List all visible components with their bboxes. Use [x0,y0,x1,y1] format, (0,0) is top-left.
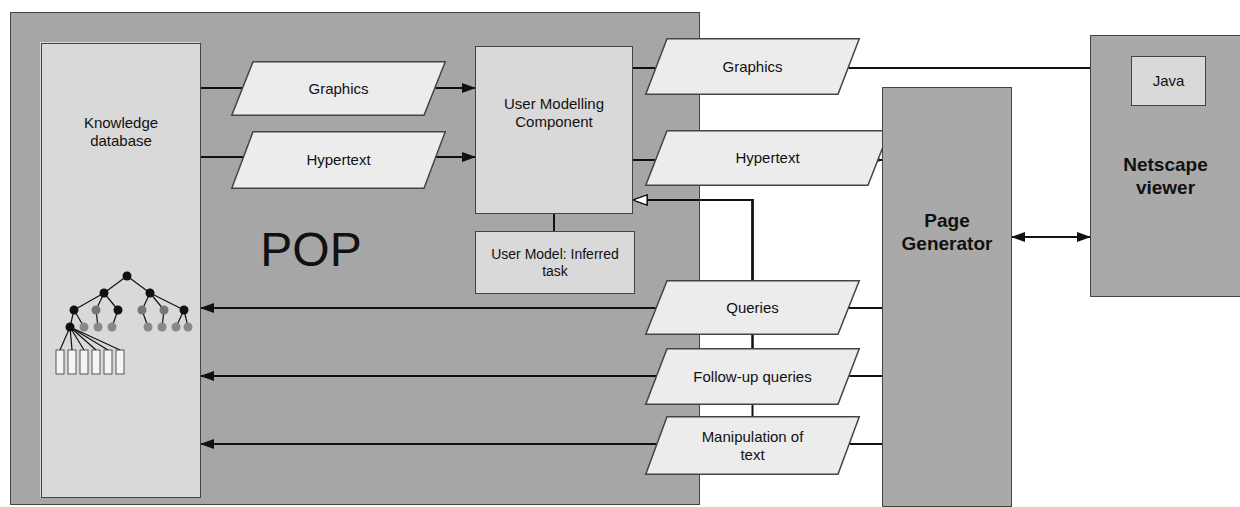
data-parallelogram: Graphics [645,38,860,95]
node-label: Java [1153,72,1185,90]
generator-box: Page Generator [882,87,1012,507]
data-parallelogram: Hypertext [645,130,890,186]
flow-arrow [849,307,882,309]
flow-arrow [201,156,243,158]
database-fill [40,42,200,497]
parallelogram-shape [646,131,890,186]
data-parallelogram: Graphics [231,61,446,116]
data-parallelogram: Follow-up queries [645,348,860,405]
flow-arrow [1012,236,1090,238]
node-label: User Model: Inferred task [490,246,620,280]
viewer-box: Netscape viewer Java [1090,35,1240,297]
document-icons [56,350,124,374]
feedback-arrow [633,200,753,280]
parallelogram-shape [232,132,446,189]
node-label: Netscape viewer [1111,154,1221,200]
flow-arrow [201,375,656,377]
system-region: POPKnowledge databaseGraphicsHypertextUs… [10,12,700,505]
tree-dots [66,272,193,332]
flow-arrow [848,67,1131,69]
node-label: Knowledge database [66,114,176,150]
data-parallelogram: Manipulation of text [645,416,860,475]
node-label: Follow-up queries [693,368,811,386]
parallelogram-shape [646,39,860,95]
flow-arrow [436,156,475,158]
parallelogram-shape [646,349,860,405]
node-label: Hypertext [306,151,370,169]
flow-arrow [201,307,656,309]
node-label: Graphics [722,58,782,76]
flow-arrow [850,443,882,445]
pop-region-fill [10,12,700,505]
node-label: Page Generator [887,210,1007,256]
parallelogram-shape [232,62,446,116]
flow-arrow [201,87,242,89]
flow-arrow [435,87,475,89]
flow-arrow [553,214,555,231]
applet-box: Java [1131,56,1206,106]
flow-arrow [201,443,657,445]
node-label: Queries [726,299,779,317]
node-label: POP [241,221,381,279]
parallelogram-shape [646,417,860,475]
knowledge-tree [60,276,188,350]
data-parallelogram: Hypertext [231,131,446,189]
node-label: User Modelling Component [499,95,609,131]
node-label: Graphics [308,80,368,98]
data-parallelogram: Queries [645,280,860,335]
model-box: User Model: Inferred task [475,231,635,294]
flow-arrow [849,375,882,377]
database-box: Knowledge database [41,43,201,498]
process-box: User Modelling Component [475,46,633,214]
flow-arrow [633,67,655,69]
node-label: Manipulation of text [693,428,813,464]
flow-arrow [633,159,655,161]
parallelogram-shape [646,281,860,335]
node-label: Hypertext [735,149,799,167]
